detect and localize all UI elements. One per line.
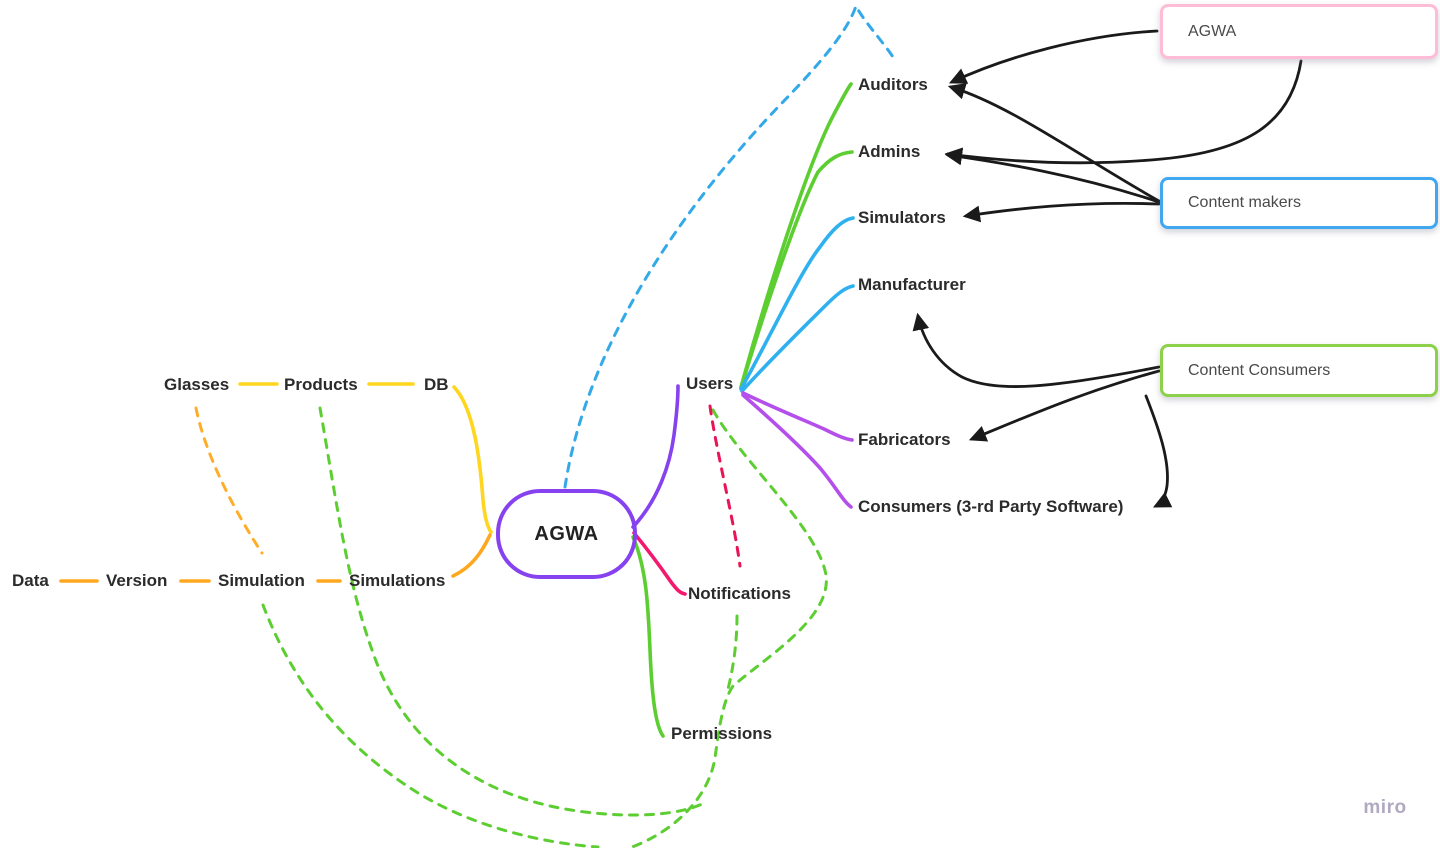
link-users-admins[interactable]	[739, 150, 854, 390]
node-label-manufacturer[interactable]: Manufacturer	[858, 275, 966, 294]
node-label-db[interactable]: DB	[424, 375, 449, 394]
link-agwa-users[interactable]	[631, 384, 680, 529]
node-label-admins[interactable]: Admins	[858, 142, 921, 161]
node-label-users[interactable]: Users	[686, 374, 734, 393]
dashed-link-glasses-simulation[interactable]	[194, 406, 264, 555]
dashed-link-users-notifications[interactable]	[708, 404, 742, 568]
dashed-link-agwa-auditors[interactable]	[563, 2, 895, 489]
link-simulations-agwa[interactable]	[451, 533, 492, 578]
link-users-consumers[interactable]	[741, 393, 853, 509]
node-label-permissions[interactable]: Permissions	[671, 724, 773, 743]
node-label-auditors[interactable]: Auditors	[858, 75, 928, 94]
node-label-data[interactable]: Data	[12, 571, 49, 590]
node-label-products[interactable]: Products	[284, 375, 358, 394]
arrow-contentmakers-auditors[interactable]	[947, 83, 1161, 203]
miro-watermark[interactable]: miro	[1350, 788, 1420, 827]
node-label-consumers[interactable]: Consumers (3-rd Party Software)	[858, 497, 1124, 516]
dashed-link-products-bottom[interactable]	[318, 406, 704, 817]
arrow-contentconsumers-consumers[interactable]	[1144, 394, 1173, 508]
link-users-simulators[interactable]	[739, 216, 855, 391]
central-node-agwa[interactable]: AGWA	[496, 489, 637, 579]
node-label-simulation[interactable]: Simulation	[218, 571, 305, 590]
link-agwa-permissions[interactable]	[631, 535, 665, 738]
dashed-link-notifications-down[interactable]	[726, 614, 739, 691]
arrow-contentconsumers-fabricators[interactable]	[968, 369, 1161, 442]
legend-box-content-consumers[interactable]: Content Consumers	[1160, 344, 1438, 397]
miro-watermark-label: miro	[1363, 796, 1407, 818]
arrow-agwabox-admins[interactable]	[944, 59, 1303, 165]
node-label-fabricators[interactable]: Fabricators	[858, 430, 951, 449]
arrow-contentmakers-admins[interactable]	[944, 148, 1161, 204]
node-label-version[interactable]: Version	[106, 571, 168, 590]
dashed-link-users-permissions[interactable]	[630, 408, 828, 848]
link-db-agwa[interactable]	[452, 385, 493, 534]
arrow-agwabox-auditors[interactable]	[948, 29, 1159, 84]
legend-box-agwa-label: AGWA	[1188, 22, 1237, 40]
arrow-contentmakers-simulators[interactable]	[962, 201, 1161, 223]
link-users-auditors[interactable]	[739, 82, 853, 389]
node-label-glasses[interactable]: Glasses	[164, 375, 230, 394]
arrow-contentconsumers-manufacturer[interactable]	[912, 312, 1161, 388]
node-label-notifications[interactable]: Notifications	[688, 584, 791, 603]
link-users-manufacturer[interactable]	[740, 284, 855, 393]
legend-box-agwa[interactable]: AGWA	[1160, 4, 1438, 59]
node-label-simulations[interactable]: Simulations	[349, 571, 446, 590]
dashed-link-simulation-bottom[interactable]	[261, 603, 600, 848]
link-users-fabricators[interactable]	[741, 391, 854, 442]
legend-box-content-makers[interactable]: Content makers	[1160, 177, 1438, 229]
legend-box-content-consumers-label: Content Consumers	[1188, 361, 1331, 379]
legend-box-content-makers-label: Content makers	[1188, 194, 1301, 211]
node-label-simulators[interactable]: Simulators	[858, 208, 946, 227]
link-agwa-notifications[interactable]	[632, 531, 687, 596]
